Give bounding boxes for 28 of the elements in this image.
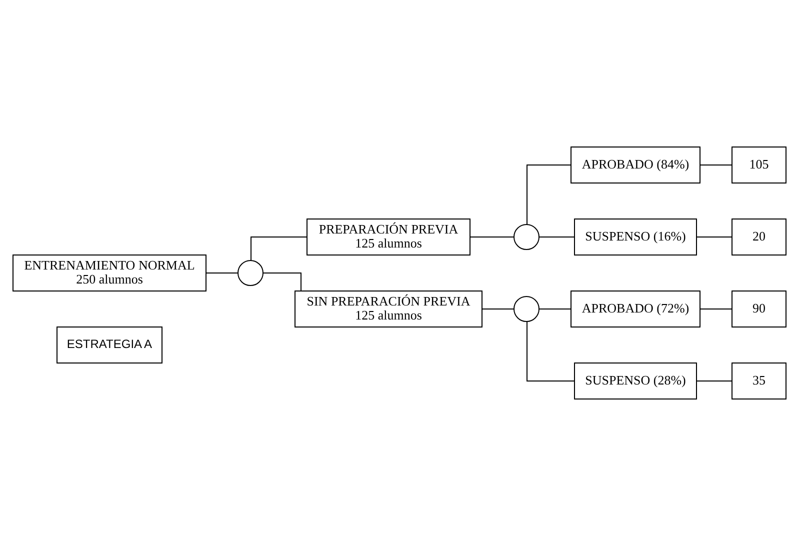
node-box: 90: [731, 290, 786, 327]
node-circle: [513, 224, 539, 250]
node-box: PREPARACIÓN PREVIA 125 alumnos: [306, 218, 470, 255]
connector: [262, 272, 301, 291]
node-circle: [237, 260, 263, 286]
connector: [699, 164, 732, 165]
node-circle: [513, 296, 539, 322]
connector: [696, 236, 732, 237]
connector: [481, 308, 514, 309]
connector: [469, 236, 514, 237]
connector: [538, 308, 571, 309]
node-box: SUSPENSO (28%): [574, 362, 696, 399]
node-box: SUSPENSO (16%): [574, 218, 696, 255]
node-box: 20: [731, 218, 786, 255]
node-box: SIN PREPARACIÓN PREVIA 125 alumnos: [294, 290, 482, 327]
node-box: APROBADO (84%): [570, 146, 700, 183]
node-box: APROBADO (72%): [570, 290, 700, 327]
connector: [250, 236, 307, 260]
node-box: ESTRATEGIA A: [56, 326, 162, 363]
connector: [526, 320, 574, 381]
node-box: ENTRENAMIENTO NORMAL 250 alumnos: [12, 254, 206, 291]
connector: [699, 308, 732, 309]
connector: [696, 380, 732, 381]
node-box: 105: [731, 146, 786, 183]
node-box: 35: [731, 362, 786, 399]
connector: [205, 272, 238, 273]
connector: [538, 236, 574, 237]
connector: [526, 164, 571, 224]
